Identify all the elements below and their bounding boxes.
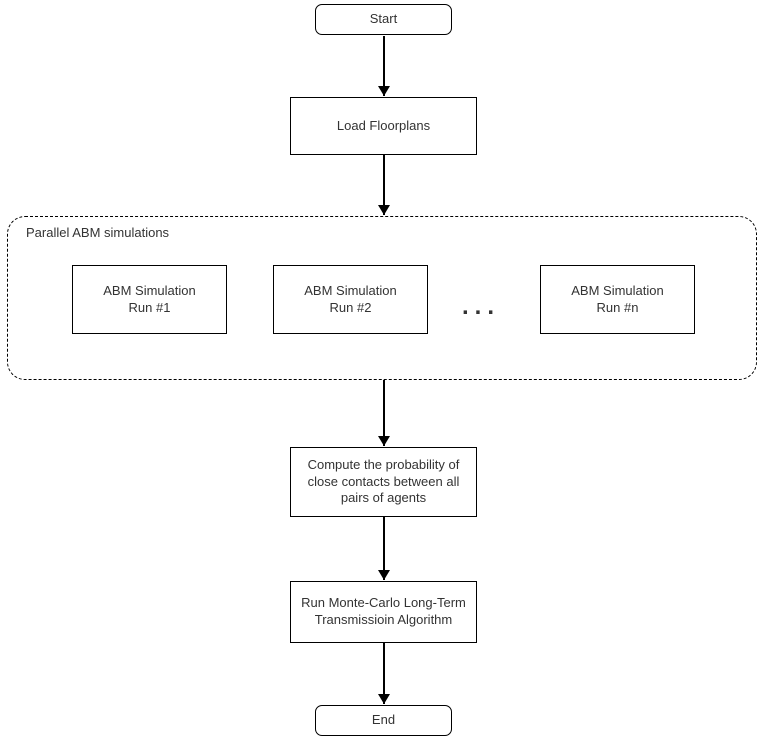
parallel-simulations-group-label: Parallel ABM simulations — [26, 225, 170, 240]
connector-arrow-compute-to-montecarlo — [383, 517, 385, 580]
node-compute-probability: Compute the probability of close contact… — [290, 447, 477, 517]
node-abm-simulation-run-2-label: ABM Simulation Run #2 — [304, 282, 397, 315]
more-runs-ellipsis: ... — [461, 293, 500, 320]
node-start: Start — [315, 4, 452, 35]
node-load-floorplans-label: Load Floorplans — [336, 117, 431, 133]
node-compute-probability-label: Compute the probability of close contact… — [307, 456, 460, 506]
connector-arrow-load-to-group — [383, 155, 385, 215]
node-monte-carlo-label: Run Monte-Carlo Long-Term Transmissioin … — [301, 595, 466, 627]
node-abm-simulation-run-n: ABM Simulation Run #n — [540, 265, 695, 334]
node-monte-carlo: Run Monte-Carlo Long-Term Transmissioin … — [290, 581, 477, 643]
node-load-floorplans: Load Floorplans — [290, 97, 477, 155]
connector-arrow-montecarlo-to-end — [383, 643, 385, 704]
node-end: End — [315, 705, 452, 736]
node-start-label: Start — [369, 11, 398, 27]
node-abm-simulation-run-n-label: ABM Simulation Run #n — [571, 282, 664, 315]
parallel-simulations-group: Parallel ABM simulations ABM Simulation … — [7, 216, 757, 380]
node-abm-simulation-run-1: ABM Simulation Run #1 — [72, 265, 227, 334]
connector-arrow-group-to-compute — [383, 380, 385, 446]
node-abm-simulation-run-2: ABM Simulation Run #2 — [273, 265, 428, 334]
connector-arrow-start-to-load — [383, 36, 385, 96]
node-abm-simulation-run-1-label: ABM Simulation Run #1 — [103, 282, 196, 315]
node-end-label: End — [371, 712, 396, 728]
